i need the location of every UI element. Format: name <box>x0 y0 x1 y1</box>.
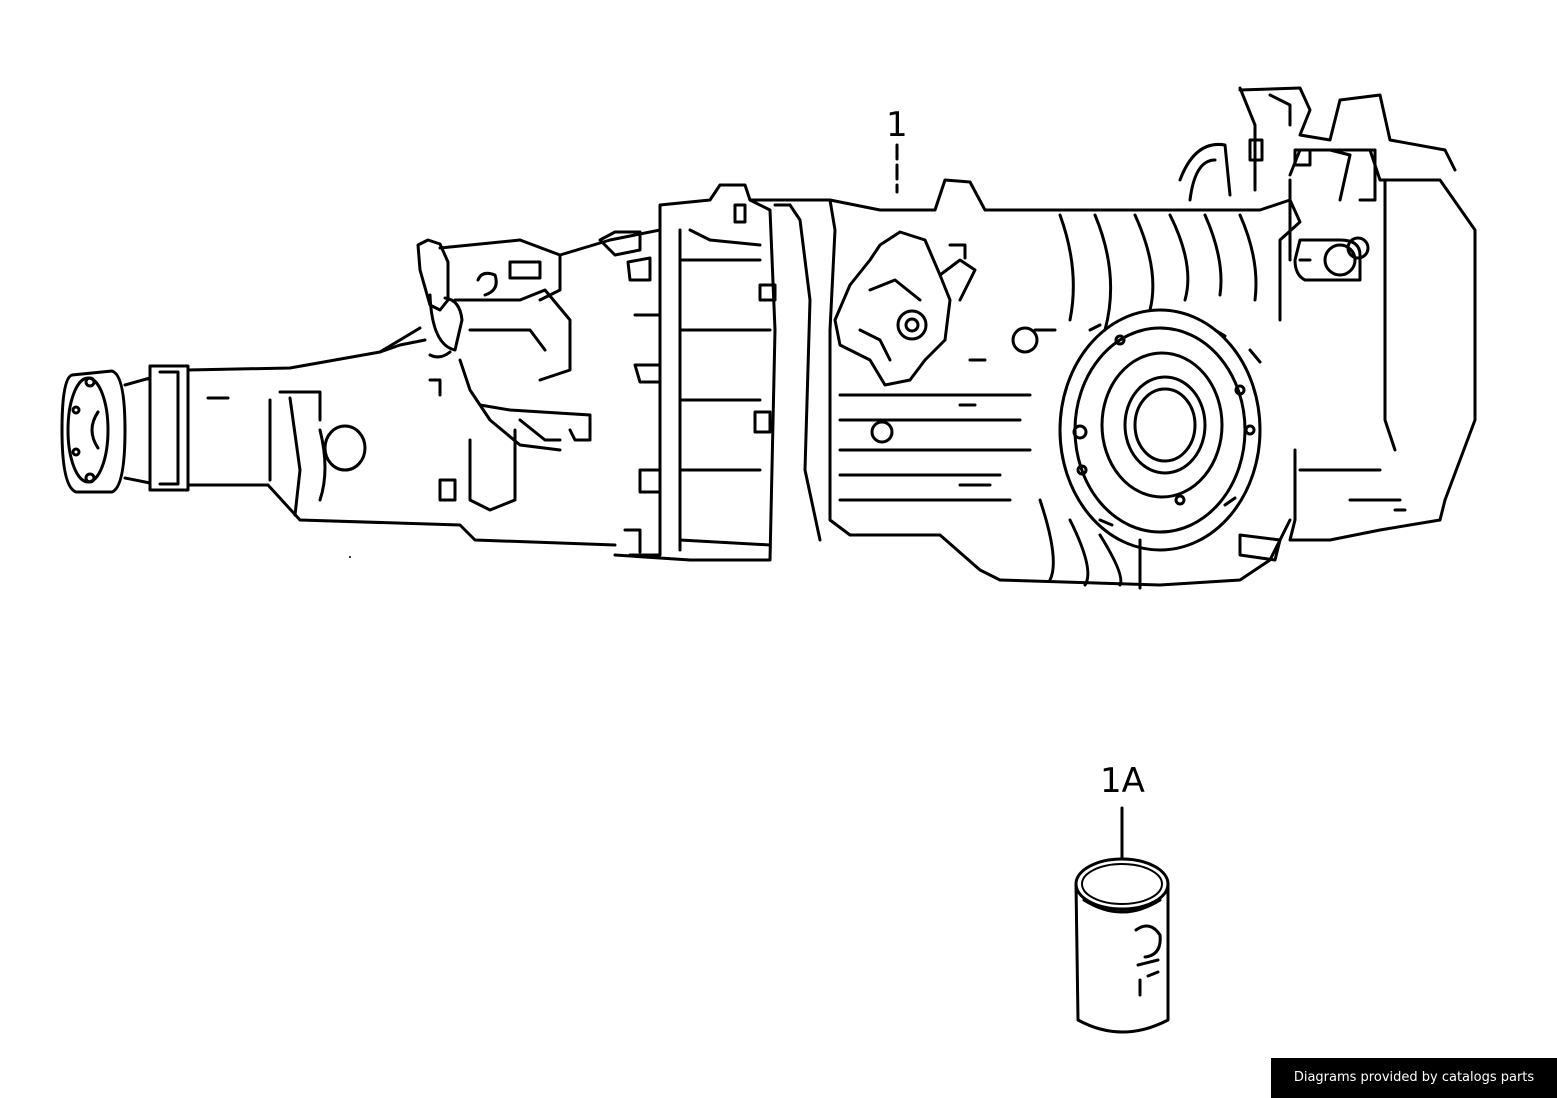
drive-flange <box>1058 308 1262 552</box>
extension-housing <box>186 326 617 547</box>
output-flange <box>60 364 190 494</box>
bell-housing <box>1178 86 1477 562</box>
gearbox-drawing <box>60 86 1477 590</box>
diagram-credit-badge: Diagrams provided by catalogs parts <box>1271 1058 1557 1098</box>
oil-can-drawing <box>1074 806 1170 1034</box>
part-callout-1: 1 <box>886 105 908 145</box>
shift-mechanism <box>416 238 592 512</box>
pump-housing <box>833 230 1057 502</box>
part-callout-1a: 1A <box>1100 761 1145 801</box>
main-case <box>558 178 1032 582</box>
